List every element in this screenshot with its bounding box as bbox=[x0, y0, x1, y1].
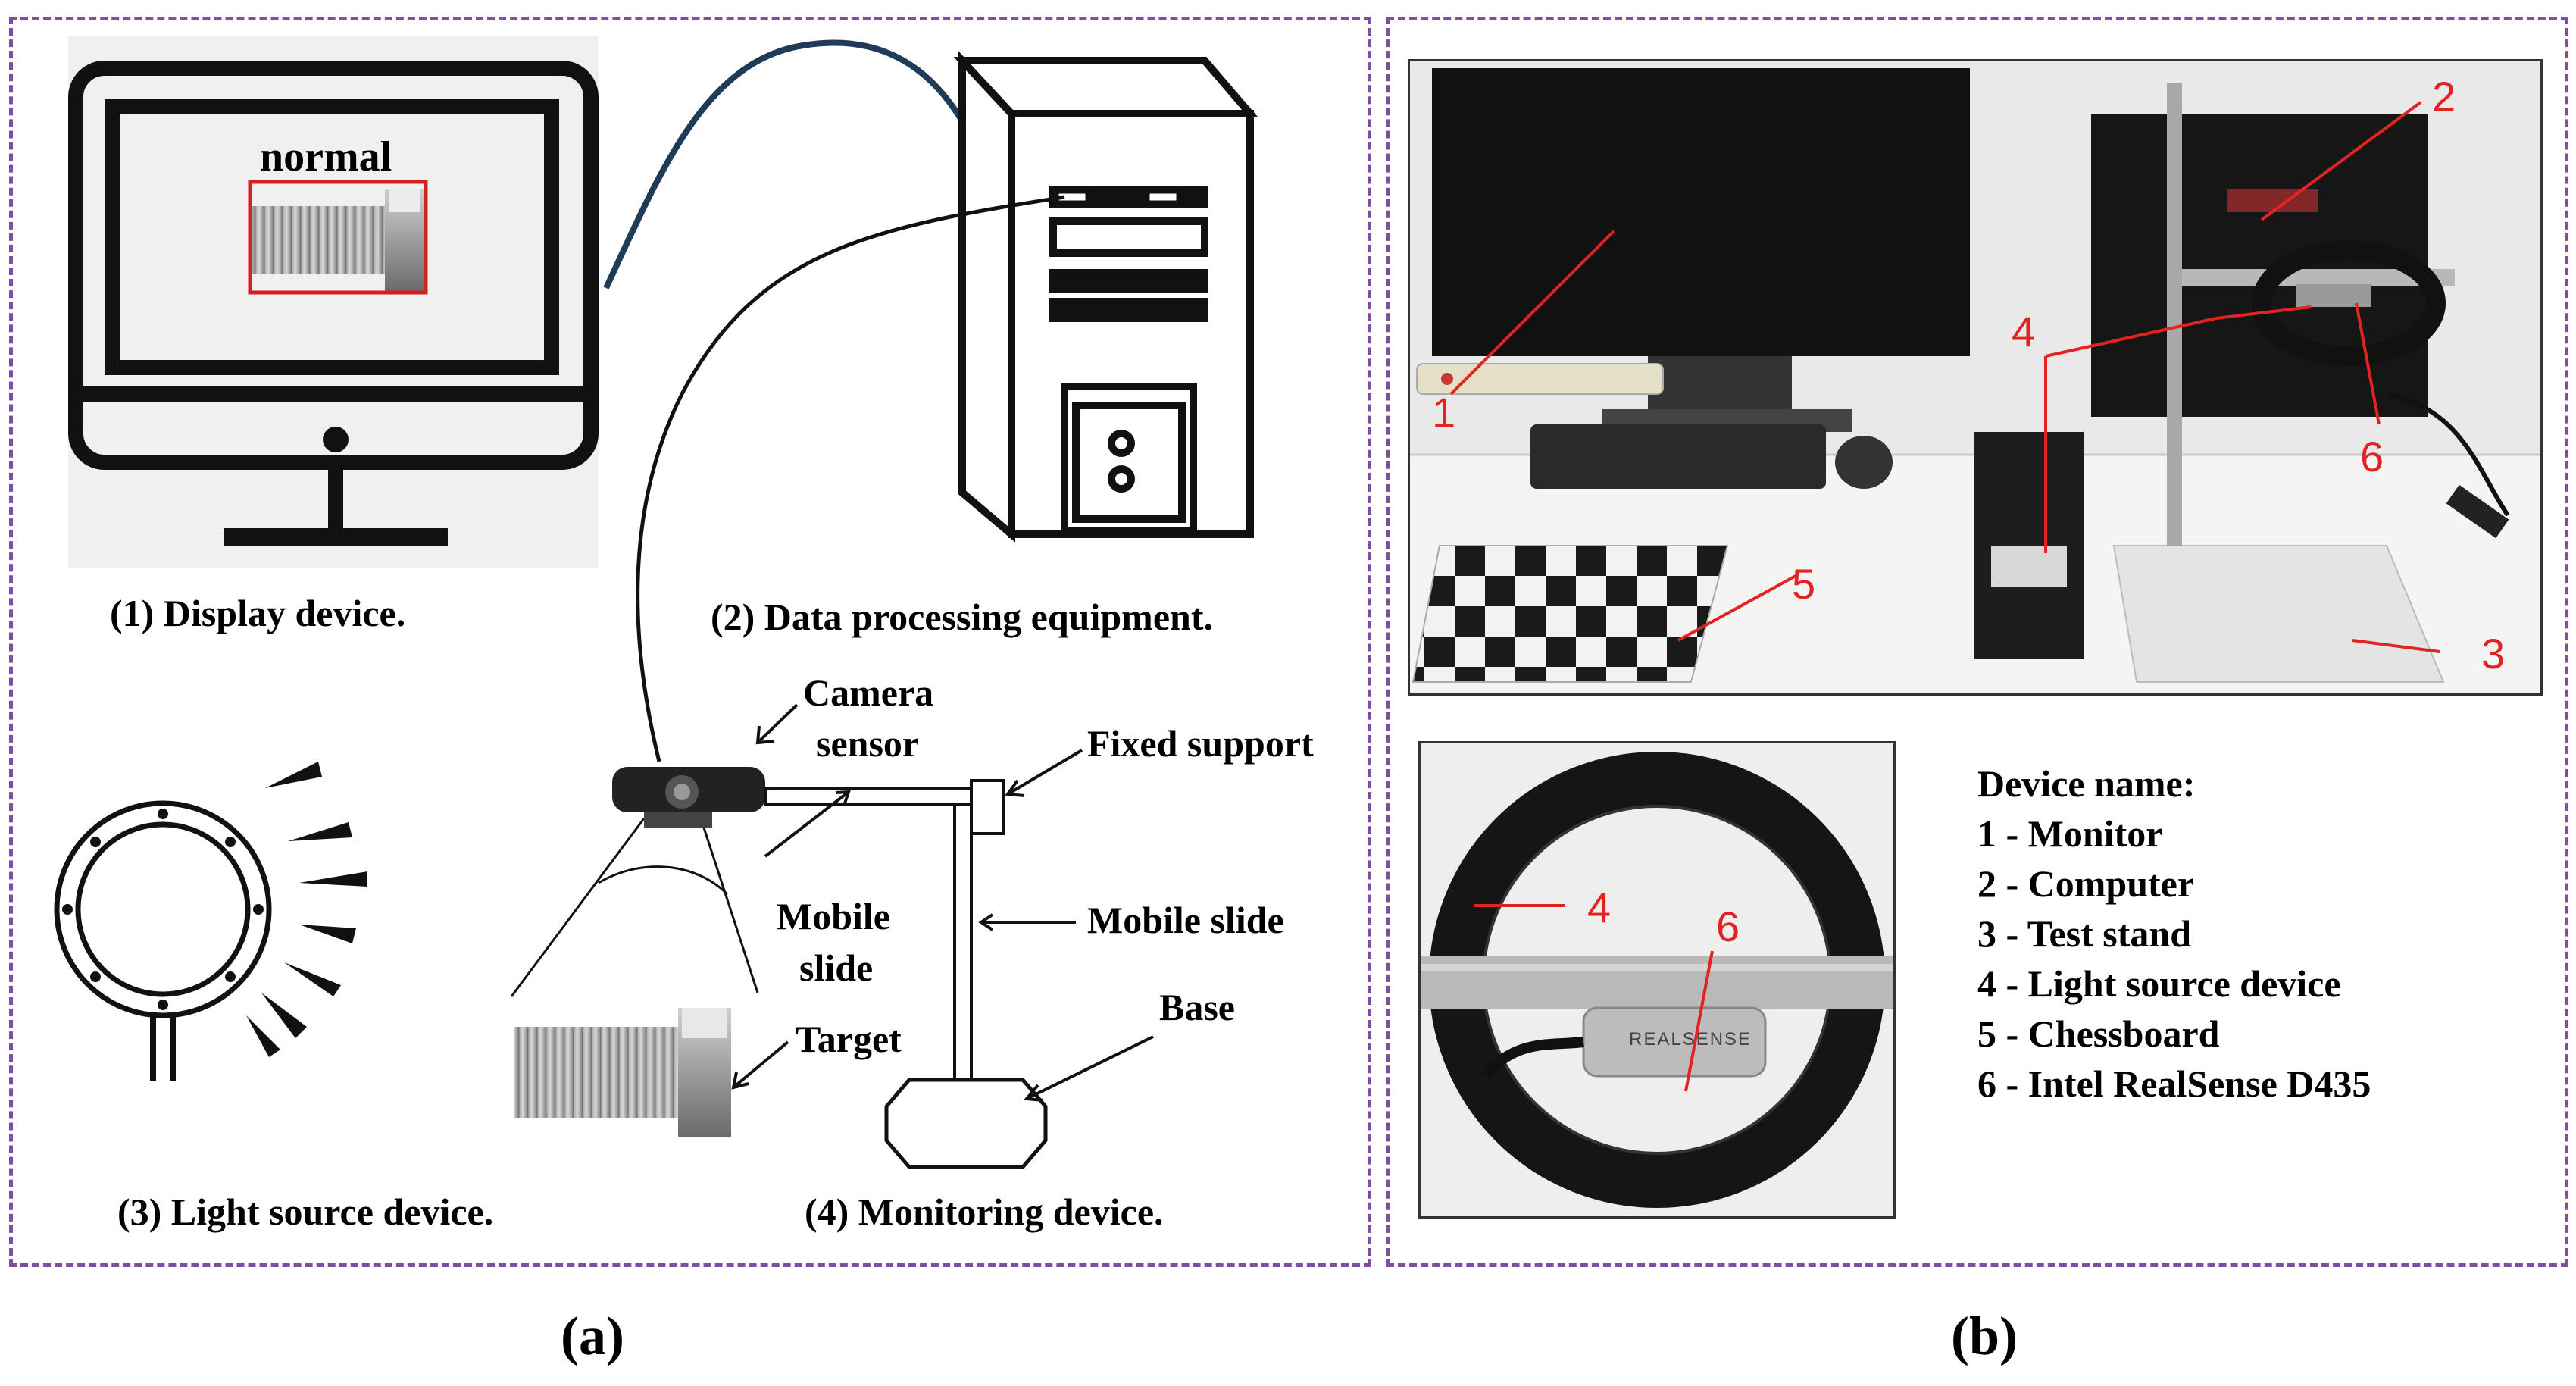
cable-pc-camera bbox=[636, 195, 1065, 762]
panel-b-frame bbox=[1386, 17, 2568, 1267]
legend-item-computer: 2 - Computer bbox=[1977, 862, 2195, 905]
ring-photo-drawing bbox=[1418, 741, 1896, 1219]
monitor-drawing bbox=[68, 36, 599, 568]
label-base: Base bbox=[1159, 986, 1235, 1028]
desk-annotation-lines bbox=[1449, 101, 2440, 653]
label-fixed-support: Fixed support bbox=[1087, 722, 1314, 765]
ring-annotation-lines bbox=[1474, 904, 1714, 1092]
photo-number-3: 3 bbox=[2481, 630, 2506, 677]
caption-light-source: (3) Light source device. bbox=[117, 1190, 494, 1233]
desk-photo-frame bbox=[1408, 59, 2543, 696]
detection-bbox bbox=[248, 180, 428, 295]
ring-photo-frame bbox=[1418, 741, 1896, 1219]
legend-title: Device name: bbox=[1977, 762, 2196, 805]
monitoring-device-drawing bbox=[510, 703, 1154, 1169]
ring-number-4: 4 bbox=[1587, 884, 1612, 931]
screen-status-text: normal bbox=[260, 133, 392, 180]
caption-data-processing: (2) Data processing equipment. bbox=[711, 596, 1213, 638]
realsense-logo-text: REALSENSE bbox=[1629, 1029, 1752, 1050]
cable-monitor-pc bbox=[603, 39, 965, 289]
legend-item-light-source: 4 - Light source device bbox=[1977, 962, 2341, 1005]
photo-number-1: 1 bbox=[1432, 389, 1456, 436]
label-mobile-slide-right: Mobile slide bbox=[1087, 899, 1284, 941]
screen-bolt-image bbox=[250, 189, 424, 292]
label-mobile-slide-left-1: Mobile bbox=[777, 895, 890, 937]
legend-item-chessboard: 5 - Chessboard bbox=[1977, 1012, 2220, 1055]
panel-a-frame bbox=[9, 17, 1371, 1267]
legend-item-realsense: 6 - Intel RealSense D435 bbox=[1977, 1062, 2371, 1105]
legend-item-monitor: 1 - Monitor bbox=[1977, 812, 2163, 855]
panel-b-letter: (b) bbox=[1951, 1306, 2018, 1366]
desk-photo-drawing bbox=[1408, 59, 2543, 696]
photo-number-6: 6 bbox=[2360, 433, 2384, 480]
ring-number-6: 6 bbox=[1716, 903, 1740, 950]
light-ring-drawing bbox=[54, 762, 367, 1081]
device-legend: Device name: 1 - Monitor 2 - Computer 3 … bbox=[1977, 762, 2371, 1106]
label-target: Target bbox=[796, 1018, 902, 1060]
photo-number-5: 5 bbox=[1792, 560, 1816, 608]
caption-display-device: (1) Display device. bbox=[110, 592, 406, 634]
label-sensor: sensor bbox=[816, 722, 920, 765]
photo-number-2: 2 bbox=[2432, 73, 2456, 120]
label-mobile-slide-left-2: slide bbox=[799, 946, 874, 989]
photo-number-4: 4 bbox=[2012, 308, 2036, 355]
label-camera: Camera bbox=[803, 671, 934, 714]
legend-item-test-stand: 3 - Test stand bbox=[1977, 912, 2192, 955]
caption-monitoring-device: (4) Monitoring device. bbox=[805, 1190, 1164, 1233]
pc-tower-drawing bbox=[953, 51, 1258, 543]
panel-a-letter: (a) bbox=[561, 1306, 624, 1366]
